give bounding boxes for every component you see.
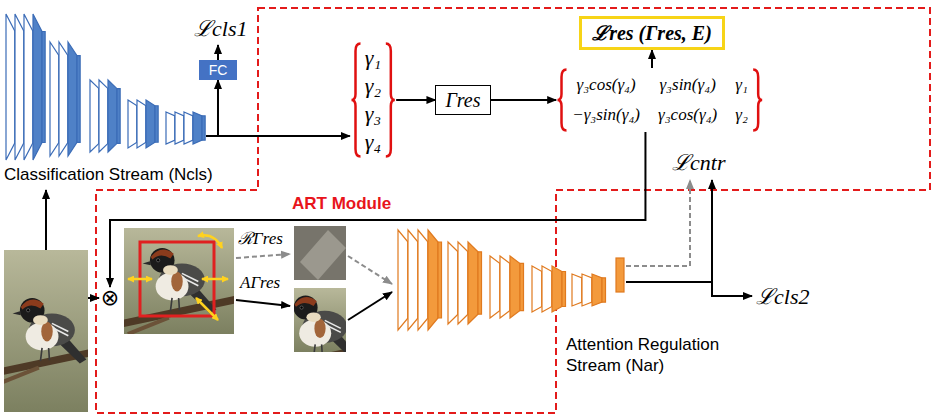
conv-layer <box>68 42 80 156</box>
loss-box: ℒres (Γres, E) <box>579 16 725 50</box>
connector-arrow <box>651 50 653 68</box>
conv-layer <box>108 80 120 152</box>
connector-arrow <box>491 99 557 101</box>
stream-label: Classification Stream (Ncls) <box>4 164 213 185</box>
cropped-photo <box>294 288 346 352</box>
stream-name: Attention Regulation Stream (Nar) <box>566 334 746 376</box>
operator-symbol: ⊗ <box>101 287 119 309</box>
attention-photo <box>124 228 234 334</box>
flow-arrow <box>217 45 219 60</box>
connector-arrow <box>206 135 350 137</box>
vector-entry: γ₁ <box>365 44 381 72</box>
connector-arrow <box>396 99 435 101</box>
loss-label: ℒcntr <box>672 150 725 176</box>
box-label: Γres <box>445 88 480 112</box>
layer-name: FC <box>209 61 228 79</box>
vector-entry: γ₂ <box>365 72 381 100</box>
attention-stream: Attention Regulation Stream (Nar) <box>396 226 750 380</box>
fc-bar <box>616 258 624 292</box>
conv-layer <box>33 14 45 160</box>
flow-arrow <box>348 292 392 320</box>
rotated-patch <box>300 230 346 280</box>
flow-arrow <box>88 297 99 299</box>
shift-arrow <box>202 278 228 281</box>
rotate-arrow <box>198 235 222 248</box>
operator-label: ℛΓres <box>238 228 283 250</box>
module-name: ART Module <box>292 194 391 214</box>
flow-arrow <box>236 254 290 258</box>
stream-name: Classification Stream (Ncls) <box>4 164 213 185</box>
rotated-patch <box>294 226 346 280</box>
vector-entry: γ₄ <box>365 128 381 156</box>
fc-layer: FC <box>199 60 238 80</box>
scale-arrow <box>196 298 218 320</box>
conv-layer <box>193 112 205 144</box>
matrix-cell: γ₁ <box>735 70 748 100</box>
conv-layer <box>468 242 482 324</box>
curly-brace <box>386 44 395 157</box>
parameter-vector: γ₁γ₂γ₃γ₄ <box>350 42 396 158</box>
conv-layer <box>592 274 606 306</box>
shift-arrow <box>128 278 152 281</box>
conv-stack <box>6 14 205 160</box>
matrix-cell: −γ₃sin(γ₄) <box>572 100 640 130</box>
loss-label: ℒres (Γres, E) <box>592 21 712 45</box>
flow-arrow <box>45 190 47 250</box>
curly-brace <box>351 44 360 157</box>
vector-entry: γ₃ <box>365 100 381 128</box>
transform-box: Γres <box>435 85 490 115</box>
conv-layer <box>510 256 524 318</box>
connector-arrow <box>206 80 218 136</box>
flow-arrow <box>626 180 690 266</box>
flow-arrow <box>348 256 392 284</box>
connector-arrow <box>110 132 645 287</box>
multiply-symbol: ⊗ <box>101 287 119 309</box>
bird <box>4 298 88 384</box>
transform-arrows <box>128 235 228 320</box>
flow-arrow <box>626 180 712 282</box>
conv-layer <box>146 100 158 148</box>
matrix-grid: γ₃cos(γ₄)γ₃sin(γ₄)γ₁−γ₃sin(γ₄)γ₃cos(γ₄)γ… <box>556 68 764 132</box>
bird <box>294 296 346 352</box>
loss-label: ℒcls2 <box>756 284 809 310</box>
matrix-cell: γ₂ <box>735 100 748 130</box>
curly-brace <box>558 70 567 131</box>
module-outline <box>96 8 930 413</box>
conv-layer <box>552 266 566 312</box>
curly-brace <box>753 70 762 131</box>
loss-label: ℒcls1 <box>194 16 247 42</box>
operator-label: AΓres <box>240 272 280 294</box>
flow-arrow <box>236 300 290 306</box>
conv-layer <box>428 230 442 330</box>
conv-stack <box>398 230 624 330</box>
input-photo <box>4 250 88 412</box>
transform-matrix: γ₃cos(γ₄)γ₃sin(γ₄)γ₁−γ₃sin(γ₄)γ₃cos(γ₄)γ… <box>556 68 764 132</box>
stream-label: Attention Regulation Stream (Nar) <box>566 334 746 376</box>
matrix-cell: γ₃cos(γ₄) <box>658 100 717 130</box>
matrix-cell: γ₃sin(γ₄) <box>658 70 717 100</box>
matrix-cell: γ₃cos(γ₄) <box>572 70 640 100</box>
flow-arrow <box>712 282 752 296</box>
